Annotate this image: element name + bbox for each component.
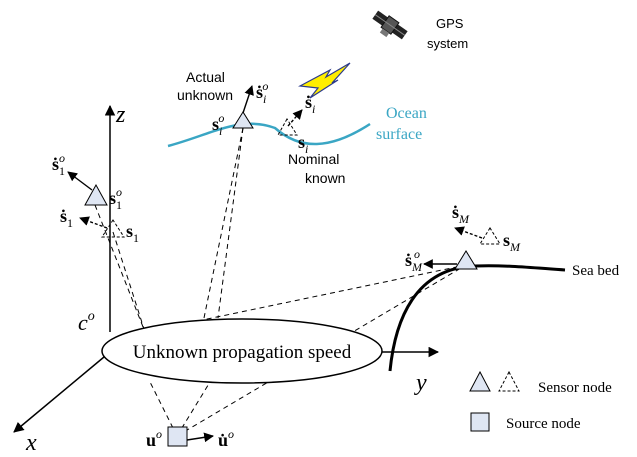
link-s1-origin	[112, 231, 146, 333]
ocean-surface-curve	[167, 122, 371, 148]
legend-sensor-label: Sensor node	[538, 380, 612, 396]
uo-velocity-arrow	[186, 432, 214, 443]
s1-velocity-label: ṡ1	[60, 206, 73, 230]
si-velocity-label: ṡi	[305, 92, 315, 116]
c-o-label: co	[78, 309, 95, 335]
ocean-label-line1: Ocean	[386, 105, 427, 122]
sio-label: sio	[212, 111, 224, 138]
source-node-square	[167, 426, 188, 447]
s1o-velocity-label: ṡ1o	[52, 151, 65, 178]
actual-label-line2: unknown	[177, 87, 233, 103]
legend-sensor-nominal-icon	[498, 370, 520, 392]
s1o-velocity-arrow	[67, 171, 93, 191]
sea-bed-curve	[388, 264, 566, 372]
sensor-i-nominal-triangle	[277, 118, 298, 136]
sMo-velocity-label: ṡMo	[405, 247, 423, 274]
ellipse-label: Unknown propagation speed	[133, 342, 352, 363]
sensor-i-actual-triangle	[232, 111, 254, 129]
legend-sensor-actual-icon	[469, 370, 491, 392]
sensor-1-nominal-triangle	[101, 219, 125, 238]
gps-label-line2: system	[427, 36, 468, 51]
sio-velocity-label: ṡio	[256, 79, 268, 106]
s1o-label: s1o	[109, 185, 122, 212]
sM-velocity-arrow	[454, 226, 483, 239]
s1-label: s1	[126, 221, 139, 245]
sio-velocity-arrow	[242, 85, 254, 114]
legend-source-label: Source node	[506, 416, 581, 432]
actual-label-line1: Actual	[186, 69, 225, 85]
axis-z-label: z	[115, 102, 126, 128]
uo-label: uo	[146, 427, 162, 450]
x-axis	[13, 351, 111, 433]
link-sio-ellipse-2	[217, 127, 244, 319]
gps-label-line1: GPS	[436, 16, 464, 31]
axis-x-label: x	[25, 430, 37, 456]
nominal-label-line2: known	[305, 170, 345, 186]
satellite-icon	[372, 10, 408, 40]
sensor-1-actual-triangle	[84, 183, 108, 206]
sensor-M-actual-triangle	[454, 250, 478, 270]
legend: Sensor node Source node	[469, 370, 612, 432]
lightning-bolt-icon	[298, 62, 351, 99]
ocean-label-line2: surface	[376, 126, 422, 143]
sM-label: sM	[503, 230, 521, 254]
seabed-label: Sea bed	[572, 263, 620, 279]
si-label: si	[298, 132, 308, 156]
sM-velocity-label: ṡM	[452, 202, 470, 226]
propagation-speed-ellipse	[101, 318, 383, 384]
sensor-M-nominal-triangle	[479, 227, 501, 245]
link-s1o-origin	[94, 204, 146, 333]
uo-velocity-label: u̇o	[218, 427, 234, 450]
axis-y-label: y	[414, 370, 427, 396]
nominal-label-line1: Nominal	[288, 151, 339, 167]
dashed-links	[94, 127, 467, 437]
link-sio-ellipse	[203, 127, 244, 319]
si-velocity-arrow	[287, 109, 303, 127]
legend-source-icon	[470, 412, 490, 432]
